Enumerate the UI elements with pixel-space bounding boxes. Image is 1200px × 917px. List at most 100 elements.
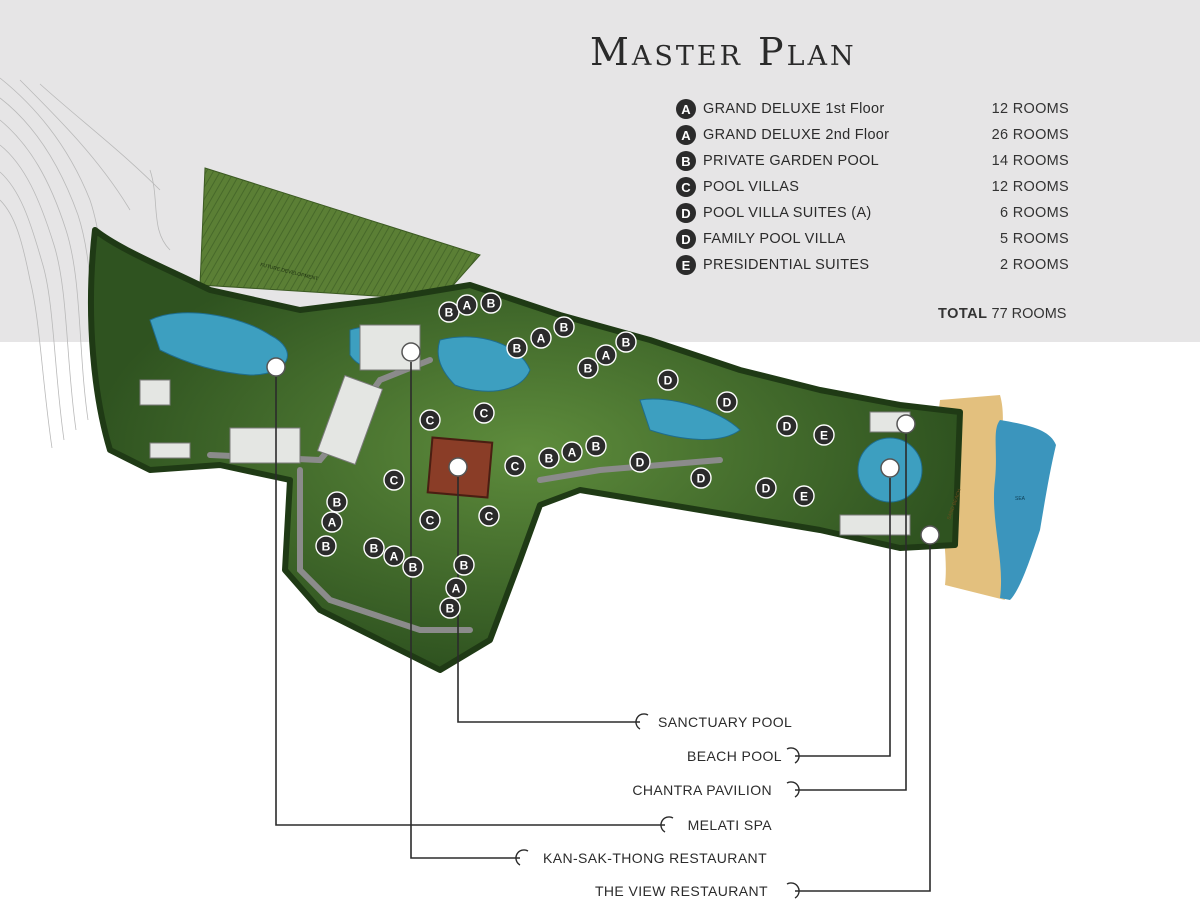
villa-badge-circle xyxy=(439,597,461,619)
total-rooms: TOTAL 77 ROOMS xyxy=(938,306,1066,322)
villa-badge-circle xyxy=(473,402,495,424)
villa-badge-circle xyxy=(383,545,405,567)
villa-badge-label: C xyxy=(511,460,520,474)
villa-badge-label: C xyxy=(480,407,489,421)
callout-the-view-restaurant: THE VIEW RESTAURANT xyxy=(594,883,768,899)
legend-badge: C xyxy=(676,177,696,197)
facility-markers xyxy=(266,342,940,545)
villa-badge-circle xyxy=(383,469,405,491)
callout-chantra-pavilion: CHANTRA PAVILION xyxy=(632,782,772,798)
future-development-area xyxy=(199,167,481,301)
villa-badge-label: B xyxy=(322,540,331,554)
villa-badge-label: D xyxy=(783,420,792,434)
villa-badge-label: B xyxy=(545,452,554,466)
villa-badge-label: A xyxy=(452,582,461,596)
the-view-marker xyxy=(920,525,940,545)
villa-badge-label: B xyxy=(487,297,496,311)
villa-badge-label: D xyxy=(664,374,673,388)
villa-badge-circle xyxy=(615,331,637,353)
villa-badge-circle xyxy=(690,467,712,489)
villa-badge-circle xyxy=(445,577,467,599)
kan-sak-thong-marker xyxy=(401,342,421,362)
villa-badge-label: A xyxy=(602,349,611,363)
legend-rooms: 12 ROOMS xyxy=(991,101,1069,117)
villa-badge-label: B xyxy=(445,306,454,320)
page-title: Master Plan xyxy=(590,30,857,74)
villa-badge-circle xyxy=(553,316,575,338)
legend-badge: E xyxy=(676,255,696,275)
site-footprint xyxy=(87,227,963,673)
contour-lines xyxy=(0,77,171,449)
villa-badge-label: B xyxy=(592,440,601,454)
villa-badge-circle xyxy=(506,337,528,359)
villa-badge-label: C xyxy=(390,474,399,488)
villa-badge-circle xyxy=(453,554,475,576)
villa-badge-label: A xyxy=(568,446,577,460)
legend-badge: B xyxy=(676,151,696,171)
legend-badge: A xyxy=(676,125,696,145)
legend-row: C POOL VILLAS 12 ROOMS xyxy=(676,174,1071,200)
legend-name: GRAND DELUXE 2nd Floor xyxy=(703,127,890,143)
villa-badge-label: D xyxy=(762,482,771,496)
villa-badge-circle xyxy=(315,535,337,557)
legend-name: PRESIDENTIAL SUITES xyxy=(703,257,870,273)
villa-badge-label: A xyxy=(390,550,399,564)
legend-name: POOL VILLAS xyxy=(703,179,800,195)
legend-name: GRAND DELUXE 1st Floor xyxy=(703,101,885,117)
villa-badge-label: C xyxy=(426,414,435,428)
villa-badge-circle xyxy=(561,441,583,463)
villa-badge-label: B xyxy=(513,342,522,356)
villa-badge-circle xyxy=(456,294,478,316)
chantra-pavilion-marker xyxy=(896,414,916,434)
sanctuary-pool-marker xyxy=(448,457,468,477)
villa-badge-label: E xyxy=(820,429,828,443)
legend-row: E PRESIDENTIAL SUITES 2 ROOMS xyxy=(676,252,1071,278)
legend-rooms: 12 ROOMS xyxy=(991,179,1069,195)
villa-badge-label: D xyxy=(636,456,645,470)
villa-badge-label: B xyxy=(460,559,469,573)
legend-name: FAMILY POOL VILLA xyxy=(703,231,846,247)
sea-label: SEA xyxy=(1015,496,1026,502)
villa-badge-label: D xyxy=(723,396,732,410)
villa-badge-label: B xyxy=(560,321,569,335)
villa-badge-label: B xyxy=(333,496,342,510)
villa-badge-label: B xyxy=(370,542,379,556)
villa-badge-circle xyxy=(363,537,385,559)
villa-badge-circle xyxy=(402,556,424,578)
callout-sanctuary-pool: SANCTUARY POOL xyxy=(658,714,793,730)
villa-badge-label: B xyxy=(584,362,593,376)
villa-badge-circle xyxy=(657,369,679,391)
villa-badge-circle xyxy=(478,505,500,527)
villa-badge-circle xyxy=(326,491,348,513)
villa-badge-circle xyxy=(629,451,651,473)
villa-badge-circle xyxy=(321,511,343,533)
legend-badge: D xyxy=(676,229,696,249)
callout-melati-spa: MELATI SPA xyxy=(687,817,772,833)
villa-badge-label: C xyxy=(485,510,494,524)
legend-badge: D xyxy=(676,203,696,223)
villa-badge-circle xyxy=(530,327,552,349)
villa-badge-label: A xyxy=(328,516,337,530)
villa-badge-circle xyxy=(595,344,617,366)
villa-badge-label: D xyxy=(697,472,706,486)
callout-beach-pool: BEACH POOL xyxy=(686,748,782,764)
villa-badge-label: B xyxy=(446,602,455,616)
villa-badge-label: A xyxy=(463,299,472,313)
villa-badge-circle xyxy=(504,455,526,477)
villa-badge-circle xyxy=(755,477,777,499)
sea xyxy=(993,420,1056,600)
villa-badge-circle xyxy=(813,424,835,446)
villa-badge-label: E xyxy=(800,490,808,504)
villa-badge-label: C xyxy=(426,514,435,528)
total-value: 77 ROOMS xyxy=(991,306,1067,322)
legend-rooms: 2 ROOMS xyxy=(1000,257,1069,273)
villa-badge-circle xyxy=(776,415,798,437)
villa-badge-circle xyxy=(538,447,560,469)
